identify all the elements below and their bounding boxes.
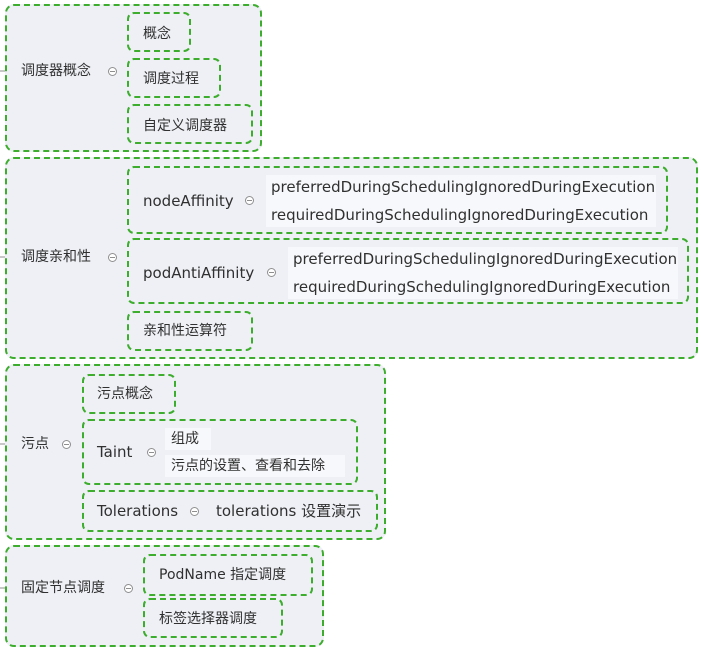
node-custom-scheduler[interactable]	[127, 104, 253, 144]
node-scheduling-process[interactable]	[127, 58, 221, 98]
leaf-background	[165, 455, 345, 477]
node-affinity-operator[interactable]	[127, 311, 253, 351]
collapse-toggle-icon[interactable]	[62, 440, 71, 449]
taint-set-view-remove[interactable]: 污点的设置、查看和去除	[171, 458, 325, 474]
collapse-toggle-icon[interactable]	[124, 584, 133, 593]
node-tolerations[interactable]	[82, 490, 378, 532]
node-affinity-required[interactable]: requiredDuringSchedulingIgnoredDuringExe…	[271, 206, 649, 224]
node-affinity-operator-label: 亲和性运算符	[143, 323, 227, 339]
node-taint-concept-label: 污点概念	[97, 386, 153, 402]
node-podname-scheduling[interactable]	[143, 554, 313, 596]
node-concept[interactable]	[127, 12, 191, 52]
topic-taint[interactable]: 污点	[21, 436, 49, 452]
node-tolerations-label: Tolerations	[97, 502, 179, 520]
node-affinity-label: nodeAffinity	[143, 192, 234, 210]
topic-scheduler-concept[interactable]: 调度器概念	[21, 63, 91, 79]
leaf-background	[266, 175, 656, 227]
pod-anti-affinity-label: podAntiAffinity	[143, 264, 255, 282]
collapse-toggle-icon[interactable]	[245, 196, 254, 205]
topic-scheduling-affinity[interactable]: 调度亲和性	[21, 249, 91, 265]
topic-fixed-node-scheduling[interactable]: 固定节点调度	[21, 580, 105, 596]
node-label-selector-scheduling[interactable]	[143, 598, 283, 638]
leaf-background	[288, 247, 678, 299]
node-label-selector-scheduling-label: 标签选择器调度	[159, 611, 257, 627]
node-scheduling-process-label: 调度过程	[143, 71, 199, 87]
node-custom-scheduler-label: 自定义调度器	[143, 118, 227, 134]
node-podname-scheduling-label: PodName 指定调度	[159, 567, 287, 583]
collapse-toggle-icon[interactable]	[147, 448, 156, 457]
node-taint-concept[interactable]	[82, 374, 176, 414]
taint-composition[interactable]: 组成	[171, 431, 199, 447]
node-affinity-preferred[interactable]: preferredDuringSchedulingIgnoredDuringEx…	[271, 178, 656, 196]
collapse-toggle-icon[interactable]	[108, 67, 117, 76]
leaf-background	[165, 428, 211, 450]
pod-anti-affinity-preferred[interactable]: preferredDuringSchedulingIgnoredDuringEx…	[293, 250, 678, 268]
pod-anti-affinity-required[interactable]: requiredDuringSchedulingIgnoredDuringExe…	[293, 278, 671, 296]
tolerations-demo[interactable]: tolerations 设置演示	[216, 502, 362, 520]
node-concept-label: 概念	[143, 26, 171, 42]
node-taint-label: Taint	[97, 443, 133, 461]
collapse-toggle-icon[interactable]	[267, 268, 276, 277]
collapse-toggle-icon[interactable]	[108, 253, 117, 262]
collapse-toggle-icon[interactable]	[190, 507, 199, 516]
